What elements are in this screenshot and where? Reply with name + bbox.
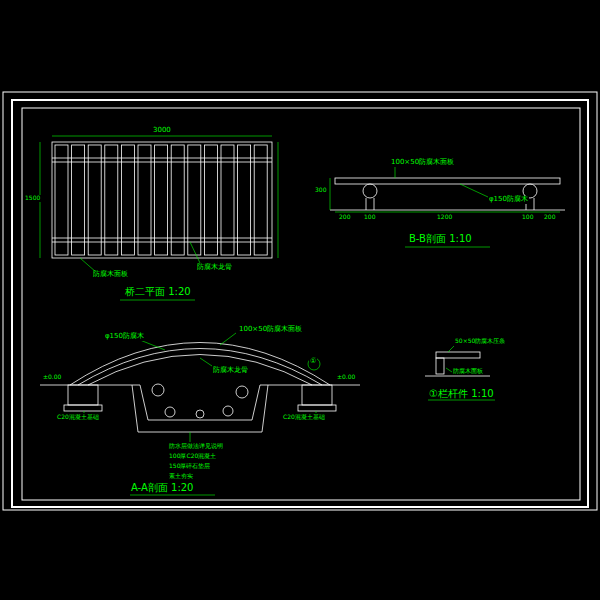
view-title: 桥二平面 1:20 [124, 286, 192, 297]
layer-note: 素土夯实 [168, 473, 194, 480]
deck-plank [221, 145, 234, 255]
material-note: 100×50防腐木面板 [238, 326, 303, 334]
callout-number: ① [309, 358, 317, 366]
view-title: ①栏杆件 1:10 [428, 388, 495, 399]
layer-note: 150厚碎石垫层 [168, 463, 211, 470]
deck-plank [204, 145, 217, 255]
material-note: 防腐木龙骨 [196, 264, 233, 272]
deck-plank [155, 145, 168, 255]
layer-note: 防水层做法详见说明 [168, 443, 224, 450]
dimension: 100 [521, 214, 534, 221]
deck-plank [171, 145, 184, 255]
deck-plank [238, 145, 251, 255]
material-note: 100×50防腐木面板 [390, 159, 455, 167]
deck-plank [121, 145, 134, 255]
material-note: φ150防腐木 [488, 196, 529, 204]
dimension: 200 [338, 214, 351, 221]
deck-plank [254, 145, 267, 255]
deck-plank [72, 145, 85, 255]
material-note: C20混凝土基础 [56, 414, 100, 421]
elevation-mark: ±0.00 [42, 374, 62, 381]
deck-plank [88, 145, 101, 255]
dimension: 3000 [152, 127, 172, 135]
material-note: 防腐木面板 [452, 368, 484, 375]
view-title: A-A剖面 1:20 [130, 482, 195, 493]
material-note: 50×50防腐木压条 [454, 338, 506, 345]
material-note: C20混凝土基础 [282, 414, 326, 421]
elevation-mark: ±0.00 [336, 374, 356, 381]
material-note: φ150防腐木 [104, 333, 145, 341]
dimension: 1500 [24, 195, 41, 202]
deck-plank [105, 145, 118, 255]
dimension: 1200 [436, 214, 453, 221]
deck-plank [138, 145, 151, 255]
material-note: 防腐木龙骨 [212, 367, 249, 375]
material-note: 防腐木面板 [92, 271, 129, 279]
layer-note: 100厚C20混凝土 [168, 453, 217, 460]
dimension: 300 [314, 187, 327, 194]
dimension: 200 [543, 214, 556, 221]
view-title: B-B剖面 1:10 [408, 233, 473, 244]
deck-plank [188, 145, 201, 255]
dimension: 100 [363, 214, 376, 221]
deck-plank [55, 145, 68, 255]
